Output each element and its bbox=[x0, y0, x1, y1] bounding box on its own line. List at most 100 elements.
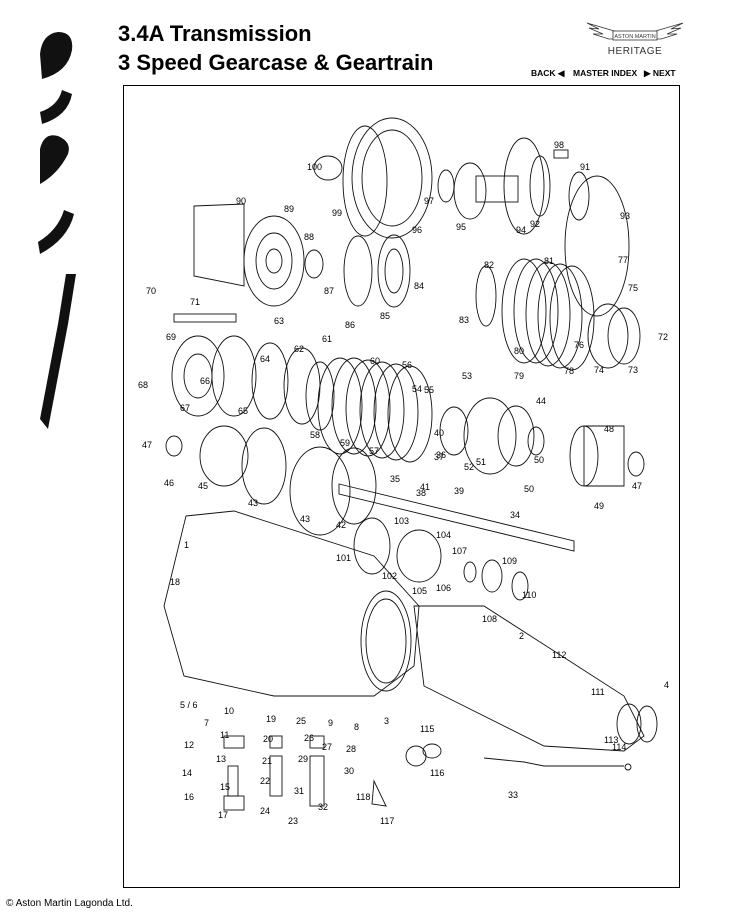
callout-112-113: 112 bbox=[552, 650, 566, 660]
callout-70-71: 70 bbox=[146, 286, 156, 296]
callout-12-10: 12 bbox=[184, 740, 194, 750]
callout-95-96: 95 bbox=[456, 222, 466, 232]
callout-28-26: 28 bbox=[346, 744, 356, 754]
virage-logo bbox=[38, 32, 76, 429]
callout-65-66: 65 bbox=[238, 406, 248, 416]
callout-88-89: 88 bbox=[304, 232, 314, 242]
callout-72-73: 72 bbox=[658, 332, 668, 342]
callout-82-83: 82 bbox=[484, 260, 494, 270]
aston-martin-wings-logo: ASTON MARTIN bbox=[586, 22, 684, 41]
callout-16-14: 16 bbox=[184, 792, 194, 802]
callout-38-36: 38 bbox=[416, 488, 426, 498]
callout-101-102: 101 bbox=[336, 553, 351, 563]
callout-77-78: 77 bbox=[618, 255, 628, 265]
callout-39-37: 39 bbox=[454, 486, 464, 496]
heritage-label: HERITAGE bbox=[607, 46, 663, 57]
callout-7-5: 7 bbox=[204, 718, 209, 728]
callout-119-120: 119 bbox=[124, 86, 138, 88]
callout-64-65: 64 bbox=[260, 354, 270, 364]
callout-85-86: 85 bbox=[380, 311, 390, 321]
callout-43-42: 43 bbox=[248, 498, 258, 508]
callout-67-68: 67 bbox=[180, 403, 190, 413]
back-link[interactable]: BACK ◀ bbox=[531, 68, 565, 78]
callout-26-24: 26 bbox=[304, 733, 314, 743]
callout-50-51: 50 bbox=[534, 455, 544, 465]
callout-10-8: 10 bbox=[224, 706, 234, 716]
callout-106-107: 106 bbox=[436, 583, 451, 593]
callout-9-7: 9 bbox=[328, 718, 333, 728]
callout-61-62: 61 bbox=[322, 334, 332, 344]
callout-17-15: 17 bbox=[218, 810, 228, 820]
callout-42-40: 42 bbox=[336, 520, 346, 530]
callout-18-16: 18 bbox=[170, 577, 180, 587]
callout-108-109: 108 bbox=[482, 614, 497, 624]
callout-50-50: 50 bbox=[524, 484, 534, 494]
callout-23-21: 23 bbox=[288, 816, 298, 826]
callout-35-33: 35 bbox=[390, 474, 400, 484]
callout-102-103: 102 bbox=[382, 571, 397, 581]
callout-115-116: 115 bbox=[420, 724, 434, 734]
callout-5-6-4: 5 / 6 bbox=[180, 700, 198, 710]
callout-27-25: 27 bbox=[322, 742, 332, 752]
callout-56-57: 56 bbox=[402, 360, 412, 370]
callout-43-41: 43 bbox=[300, 514, 310, 524]
callout-89-90: 89 bbox=[284, 204, 294, 214]
callout-84-85: 84 bbox=[414, 281, 424, 291]
callout-48-48: 48 bbox=[604, 424, 614, 434]
callout-92-93: 92 bbox=[530, 219, 540, 229]
callout-66-67: 66 bbox=[200, 376, 210, 386]
callout-104-105: 104 bbox=[436, 530, 451, 540]
callout-59-60: 59 bbox=[340, 438, 350, 448]
callout-51-52: 51 bbox=[476, 457, 486, 467]
diagram-frame bbox=[123, 85, 680, 888]
callout-68-69: 68 bbox=[138, 380, 148, 390]
callout-60-61: 60 bbox=[370, 356, 380, 366]
callout-74-75: 74 bbox=[594, 365, 604, 375]
callout-52-53: 52 bbox=[464, 462, 474, 472]
callout-11-9: 11 bbox=[220, 730, 229, 740]
callout-21-19: 21 bbox=[262, 756, 272, 766]
callout-3-2: 3 bbox=[384, 716, 389, 726]
master-index-link[interactable]: MASTER INDEX bbox=[573, 68, 638, 78]
callout-40-38: 40 bbox=[434, 428, 444, 438]
callout-46-45: 46 bbox=[164, 478, 174, 488]
callout-76-77: 76 bbox=[574, 340, 584, 350]
callout-81-82: 81 bbox=[544, 256, 554, 266]
callout-105-106: 105 bbox=[412, 586, 427, 596]
callout-109-110: 109 bbox=[502, 556, 517, 566]
page-title-line2: 3 Speed Gearcase & Geartrain bbox=[118, 50, 434, 75]
callout-111-112: 111 bbox=[591, 687, 605, 697]
copyright: © Aston Martin Lagonda Ltd. bbox=[6, 898, 133, 909]
callout-14-12: 14 bbox=[182, 768, 192, 778]
callout-63-64: 63 bbox=[274, 316, 284, 326]
callout-45-44: 45 bbox=[198, 481, 208, 491]
callout-58-59: 58 bbox=[310, 430, 320, 440]
callout-19-17: 19 bbox=[266, 714, 276, 724]
callout-91-92: 91 bbox=[580, 162, 590, 172]
callout-86-87: 86 bbox=[345, 320, 355, 330]
callout-47-46: 47 bbox=[142, 440, 152, 450]
callout-13-11: 13 bbox=[216, 754, 226, 764]
next-link[interactable]: ▶ NEXT bbox=[644, 68, 676, 78]
callout-62-63: 62 bbox=[294, 344, 304, 354]
callout-33-31: 33 bbox=[508, 790, 518, 800]
callout-22-20: 22 bbox=[260, 776, 270, 786]
callout-87-88: 87 bbox=[324, 286, 334, 296]
callout-71-72: 71 bbox=[190, 297, 200, 307]
callout-78-79: 78 bbox=[564, 366, 574, 376]
callout-25-23: 25 bbox=[296, 716, 306, 726]
callout-103-104: 103 bbox=[394, 516, 409, 526]
callout-98-99: 98 bbox=[554, 140, 564, 150]
callout-32-30: 32 bbox=[318, 802, 328, 812]
callout-29-27: 29 bbox=[298, 754, 308, 764]
callout-118-119: 118 bbox=[356, 792, 370, 802]
callout-83-84: 83 bbox=[459, 315, 469, 325]
callout-79-80: 79 bbox=[514, 371, 524, 381]
callout-75-76: 75 bbox=[628, 283, 638, 293]
callout-96-97: 96 bbox=[412, 225, 422, 235]
callout-110-111: 110 bbox=[522, 590, 536, 600]
callout-31-29: 31 bbox=[294, 786, 304, 796]
callout-93-94: 93 bbox=[620, 211, 630, 221]
